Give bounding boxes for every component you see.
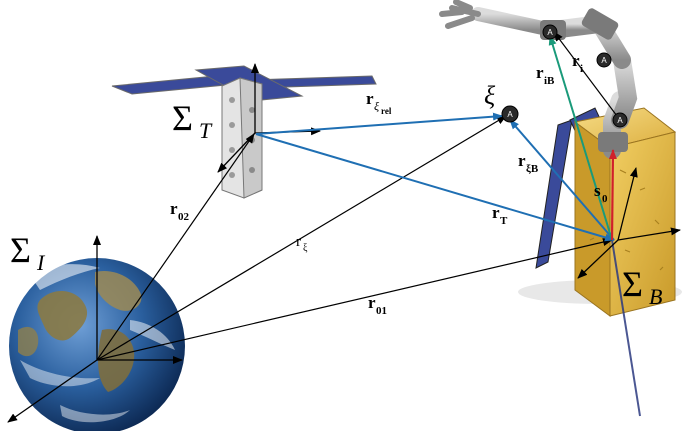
svg-text:r: r: [296, 234, 301, 250]
label-s0: s 0: [594, 181, 608, 205]
svg-text:r: r: [492, 203, 500, 222]
svg-text:ξB: ξB: [526, 163, 539, 175]
svg-text:T: T: [500, 215, 508, 227]
svg-text:ξ: ξ: [374, 99, 380, 113]
vector-r-xi: [96, 115, 507, 361]
base-spacecraft: [518, 107, 682, 417]
svg-text:r: r: [366, 89, 374, 108]
label-r-T: r T: [492, 203, 508, 227]
svg-text:r: r: [368, 293, 376, 312]
svg-text:r: r: [170, 199, 178, 218]
vector-r-xi-rel: [255, 112, 503, 135]
black-vectors: [96, 31, 621, 361]
label-r-iB: r iB: [536, 63, 555, 87]
joint-marker-2: A: [596, 52, 612, 68]
vector-r01: [96, 238, 613, 361]
svg-text:rel: rel: [381, 106, 392, 116]
vector-r-xi-B: [509, 119, 615, 241]
label-r01: r 01: [368, 293, 387, 317]
svg-text:r: r: [572, 51, 580, 70]
robot-arm: [439, 0, 638, 159]
svg-text:Σ: Σ: [622, 264, 643, 304]
inertial-frame-axes: [7, 235, 183, 423]
svg-text:A: A: [617, 116, 623, 125]
label-r-xi-rel: r ξ rel: [366, 89, 392, 116]
svg-text:Σ: Σ: [10, 230, 31, 270]
svg-text:A: A: [547, 28, 553, 37]
label-r-xi-B: r ξB: [518, 151, 539, 175]
svg-text:0: 0: [602, 193, 608, 205]
vector-r-iB: [548, 35, 613, 241]
frame-label-inertial: Σ I: [10, 230, 46, 275]
svg-text:s: s: [594, 181, 601, 200]
vector-r02: [96, 133, 255, 361]
svg-text:T: T: [199, 118, 213, 143]
label-r02: r 02: [170, 199, 190, 223]
svg-text:I: I: [36, 250, 46, 275]
frame-label-target: Σ T: [172, 98, 213, 143]
svg-text:02: 02: [178, 211, 190, 223]
svg-text:i: i: [580, 63, 583, 75]
svg-text:ξ: ξ: [303, 243, 308, 254]
label-r-xi: r ξ: [296, 234, 308, 254]
blue-vectors: [255, 112, 615, 242]
svg-text:r: r: [536, 63, 544, 82]
svg-text:01: 01: [376, 305, 387, 317]
frame-label-base: Σ B: [622, 264, 662, 309]
point-xi: A ξ: [484, 81, 519, 123]
joint-marker-1: A: [542, 24, 558, 40]
target-satellite: [111, 65, 377, 199]
vector-r-T: [255, 133, 615, 242]
svg-text:A: A: [601, 56, 607, 65]
joint-marker-3: A: [612, 112, 628, 128]
point-xi-label: ξ: [484, 81, 496, 110]
svg-text:r: r: [518, 151, 526, 170]
svg-text:Σ: Σ: [172, 98, 193, 138]
vector-s0: [608, 149, 617, 241]
base-frame-axes: [577, 167, 681, 279]
svg-text:iB: iB: [544, 75, 555, 87]
label-r-i: r i: [572, 51, 583, 75]
vector-r-i: [553, 31, 621, 121]
svg-text:B: B: [649, 284, 662, 309]
svg-text:A: A: [507, 110, 513, 119]
